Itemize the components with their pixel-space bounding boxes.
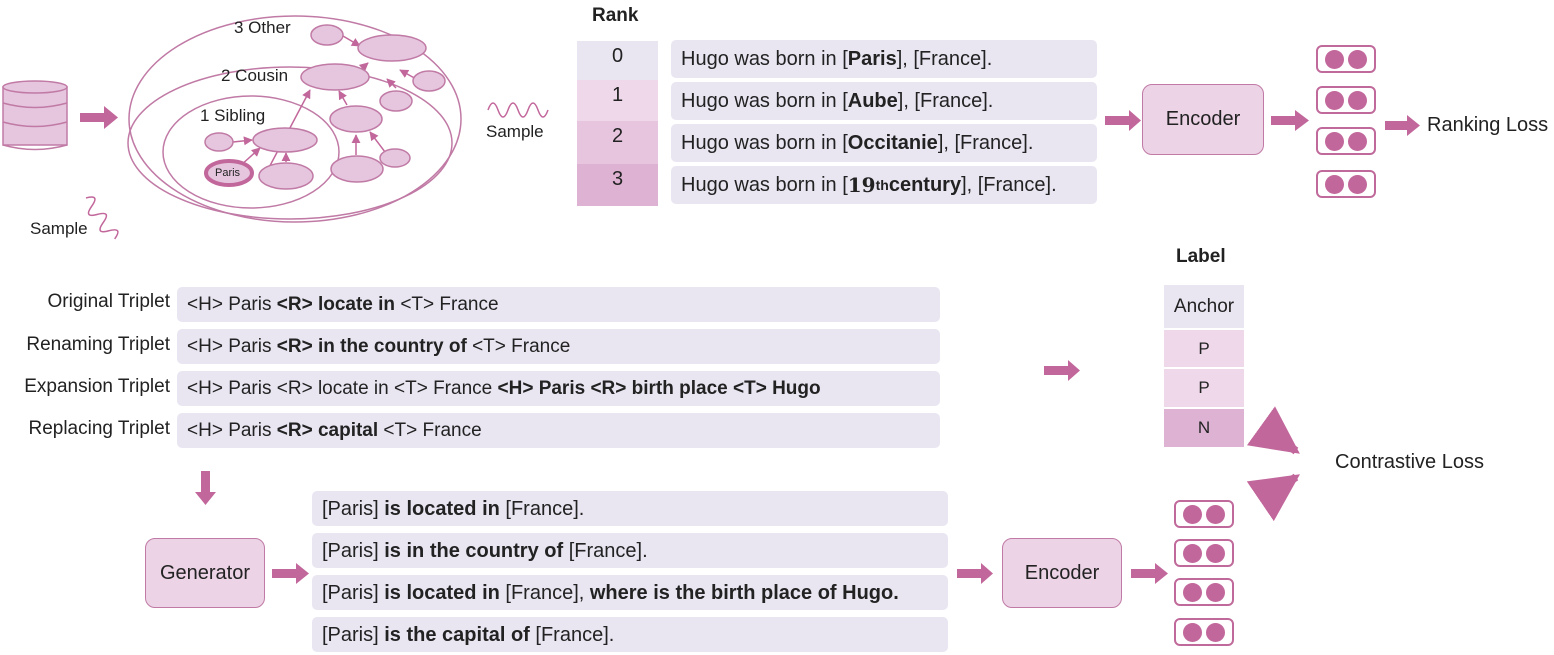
triplet-label: Original Triplet <box>47 291 171 312</box>
generator-box: Generator <box>145 538 265 608</box>
triplet-label: Renaming Triplet <box>26 334 170 355</box>
ranked-sentence: Hugo was born in [Paris], [France]. <box>671 40 1097 78</box>
embedding-icon <box>1316 170 1376 198</box>
database-icon <box>2 80 68 151</box>
triplet-box: <H> Paris <R> in the country of <T> Fran… <box>177 329 940 364</box>
generated-sentence: [Paris] is located in [France], where is… <box>312 575 948 610</box>
arrow-labels-to-loss <box>1246 406 1300 455</box>
arrow-emb-to-loss <box>1246 473 1300 522</box>
rank-cell: 2 <box>577 121 658 164</box>
label-other: 3 Other <box>234 18 291 37</box>
label-title: Label <box>1176 246 1226 267</box>
triplet-box: <H> Paris <R> capital <T> France <box>177 413 940 448</box>
rank-title: Rank <box>592 5 639 26</box>
paris-node-label: Paris <box>215 167 241 179</box>
graph-nodes <box>204 24 446 190</box>
ranked-sentence: Hugo was born in [Aube], [France]. <box>671 82 1097 120</box>
arrow-encoder-to-emb-bottom <box>1131 563 1168 584</box>
arrow-triplets-to-generator <box>195 471 216 505</box>
rank-cell: 1 <box>577 80 658 121</box>
wave-top <box>487 102 549 118</box>
embedding-icon <box>1174 578 1234 606</box>
arrow-to-labels <box>1044 360 1080 381</box>
rank-cell: 3 <box>577 164 658 206</box>
triplet-label: Expansion Triplet <box>24 376 170 397</box>
ranking-loss-label: Ranking Loss <box>1427 114 1549 136</box>
encoder-box-top: Encoder <box>1142 84 1264 155</box>
ranked-sentence: Hugo was born in [Occitanie], [France]. <box>671 124 1097 162</box>
label-sibling: 1 Sibling <box>200 106 266 125</box>
arrow-generator-to-sentences <box>272 563 309 584</box>
encoder-box-bottom: Encoder <box>1002 538 1122 608</box>
triplet-box: <H> Paris <R> locate in <T> France <box>177 287 940 322</box>
arrow-sentences-to-encoder <box>957 563 993 584</box>
wave-left <box>85 196 119 240</box>
label-cell: N <box>1164 409 1244 447</box>
embedding-icon <box>1174 500 1234 528</box>
label-cell: P <box>1164 330 1244 367</box>
rank-cell: 0 <box>577 41 658 80</box>
embedding-icon <box>1316 86 1376 114</box>
triplet-label: Replacing Triplet <box>28 418 170 439</box>
label-cell: P <box>1164 369 1244 407</box>
label-cell: Anchor <box>1164 285 1244 328</box>
paris-node <box>204 159 254 187</box>
sample-label-left: Sample <box>30 219 88 238</box>
cousin-ellipse <box>127 66 453 220</box>
generated-sentence: [Paris] is in the country of [France]. <box>312 533 948 568</box>
arrow-to-encoder-top <box>1105 110 1141 131</box>
triplet-box: <H> Paris <R> locate in <T> France <H> P… <box>177 371 940 406</box>
other-ellipse <box>128 15 462 223</box>
embedding-icon <box>1316 127 1376 155</box>
arrow-db-to-graph <box>80 106 118 129</box>
sibling-ellipse <box>162 95 340 209</box>
contrastive-loss-label: Contrastive Loss <box>1335 451 1484 473</box>
embedding-icon <box>1174 618 1234 646</box>
arrow-encoder-to-emb-top <box>1271 110 1309 131</box>
generated-sentence: [Paris] is the capital of [France]. <box>312 617 948 652</box>
embedding-icon <box>1174 539 1234 567</box>
generated-sentence: [Paris] is located in [France]. <box>312 491 948 526</box>
sample-label-top: Sample <box>486 122 544 141</box>
arrow-to-ranking-loss <box>1385 115 1420 136</box>
embedding-icon <box>1316 45 1376 73</box>
label-cousin: 2 Cousin <box>221 66 289 85</box>
